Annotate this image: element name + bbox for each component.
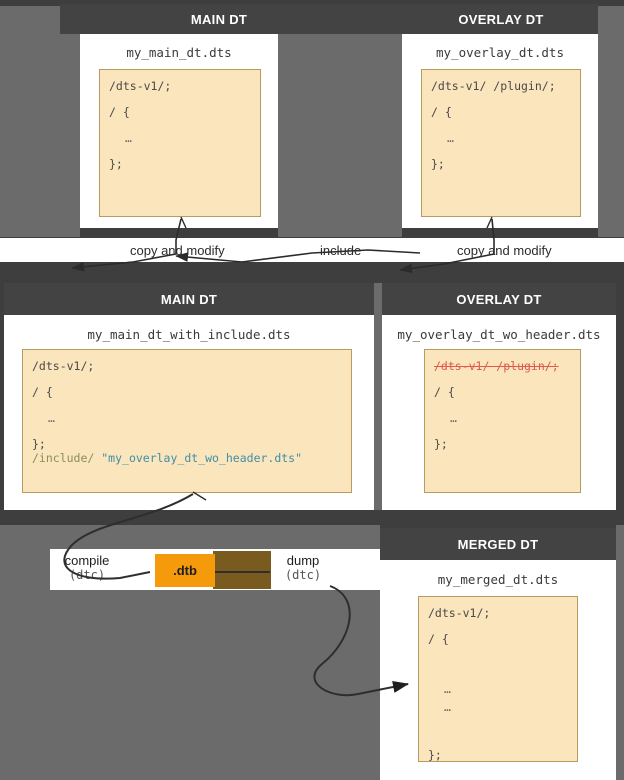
- code-line: …: [447, 131, 455, 146]
- stub-main-mid: [192, 491, 207, 501]
- arrow-copy-modify-left: [71, 218, 182, 272]
- arrow-copy-modify-right: [399, 218, 495, 274]
- bg-bottom-right-gray: [616, 525, 624, 780]
- code-line: / {: [431, 105, 452, 120]
- stub-overlay-top: [486, 216, 493, 229]
- dump-label-text: dump: [286, 553, 320, 568]
- code-line: …: [444, 700, 452, 715]
- bg-mid-gutter-gray: [374, 283, 382, 510]
- code-line: /dts-v1/;: [428, 606, 491, 620]
- code-line: / {: [32, 385, 53, 400]
- code-line: };: [431, 157, 445, 172]
- code-line: };: [109, 157, 123, 172]
- dump-tool-text: (dtc): [284, 567, 322, 582]
- panel-header-main-dt-mid: MAIN DT: [4, 283, 374, 315]
- label-include: include: [320, 243, 362, 258]
- filename-overlay-dt-top: my_overlay_dt.dts: [436, 45, 564, 60]
- arrow-include: [175, 249, 421, 263]
- code-line: /dts-v1/ /plugin/;: [431, 79, 556, 93]
- bg-label-band: [0, 238, 624, 262]
- codebox-main-dt-mid: /dts-v1/; / { … }; /include/ "my_overlay…: [22, 349, 352, 493]
- code-line: };: [428, 748, 442, 763]
- code-line: };: [32, 437, 46, 452]
- code-line: …: [48, 411, 56, 426]
- code-line: / {: [428, 632, 449, 647]
- bg-top-right-gray: [598, 6, 624, 237]
- code-line: };: [434, 437, 448, 452]
- filename-main-dt-mid: my_main_dt_with_include.dts: [87, 327, 291, 342]
- codebox-merged-dt: /dts-v1/; / { … … };: [418, 596, 578, 762]
- artifact-dtb-box: .dtb: [155, 554, 215, 587]
- panel-header-overlay-dt-mid: OVERLAY DT: [382, 283, 616, 315]
- code-line: …: [450, 411, 458, 426]
- bg-top-mid-gray: [278, 32, 402, 237]
- arrow-compile-pipeline: [63, 493, 194, 580]
- include-target: "my_overlay_dt_wo_header.dts": [101, 451, 303, 466]
- code-line: /dts-v1/;: [109, 79, 172, 93]
- code-line-include: /include/ "my_overlay_dt_wo_header.dts": [32, 452, 342, 464]
- panel-header-merged-dt: MERGED DT: [380, 528, 616, 560]
- filename-merged-dt: my_merged_dt.dts: [437, 572, 559, 587]
- code-line: …: [444, 682, 452, 697]
- include-keyword: /include/: [32, 451, 95, 466]
- codebox-main-dt-top: /dts-v1/; / { … };: [99, 69, 261, 217]
- panel-header-main-dt-top: MAIN DT OVERLAY DT: [60, 4, 598, 34]
- stub-main-top: [180, 216, 187, 229]
- pipeline-strip-right: [271, 549, 380, 590]
- panel-header-overlay-dt-mid-label: OVERLAY DT: [456, 291, 542, 307]
- filename-overlay-dt-mid: my_overlay_dt_wo_header.dts: [397, 327, 601, 342]
- label-copy-and-modify-right: copy and modify: [457, 243, 552, 258]
- pipeline-dump-label: dump (dtc): [273, 553, 333, 583]
- codebox-overlay-dt-top: /dts-v1/ /plugin/; / { … };: [421, 69, 581, 217]
- arrow-dump-to-merged: [313, 585, 409, 697]
- code-line-struck: /dts-v1/ /plugin/;: [434, 359, 559, 373]
- code-line: / {: [434, 385, 455, 400]
- codebox-overlay-dt-mid: /dts-v1/ /plugin/; / { … };: [424, 349, 581, 493]
- panel-header-overlay-dt-top-label: OVERLAY DT: [458, 11, 544, 27]
- code-line: …: [125, 131, 133, 146]
- panel-header-main-dt-mid-label: MAIN DT: [160, 291, 218, 307]
- code-line: /dts-v1/;: [32, 359, 95, 373]
- code-line: / {: [109, 105, 130, 120]
- compile-label-text: compile: [64, 553, 110, 568]
- panel-header-merged-dt-label: MERGED DT: [457, 536, 539, 552]
- artifact-dtb-label: .dtb: [173, 563, 197, 578]
- filename-main-dt-top: my_main_dt.dts: [126, 45, 232, 60]
- panel-header-main-dt-top-label: MAIN DT: [190, 11, 248, 27]
- label-copy-and-modify-left: copy and modify: [130, 243, 225, 258]
- bg-top-left-gray: [0, 6, 80, 237]
